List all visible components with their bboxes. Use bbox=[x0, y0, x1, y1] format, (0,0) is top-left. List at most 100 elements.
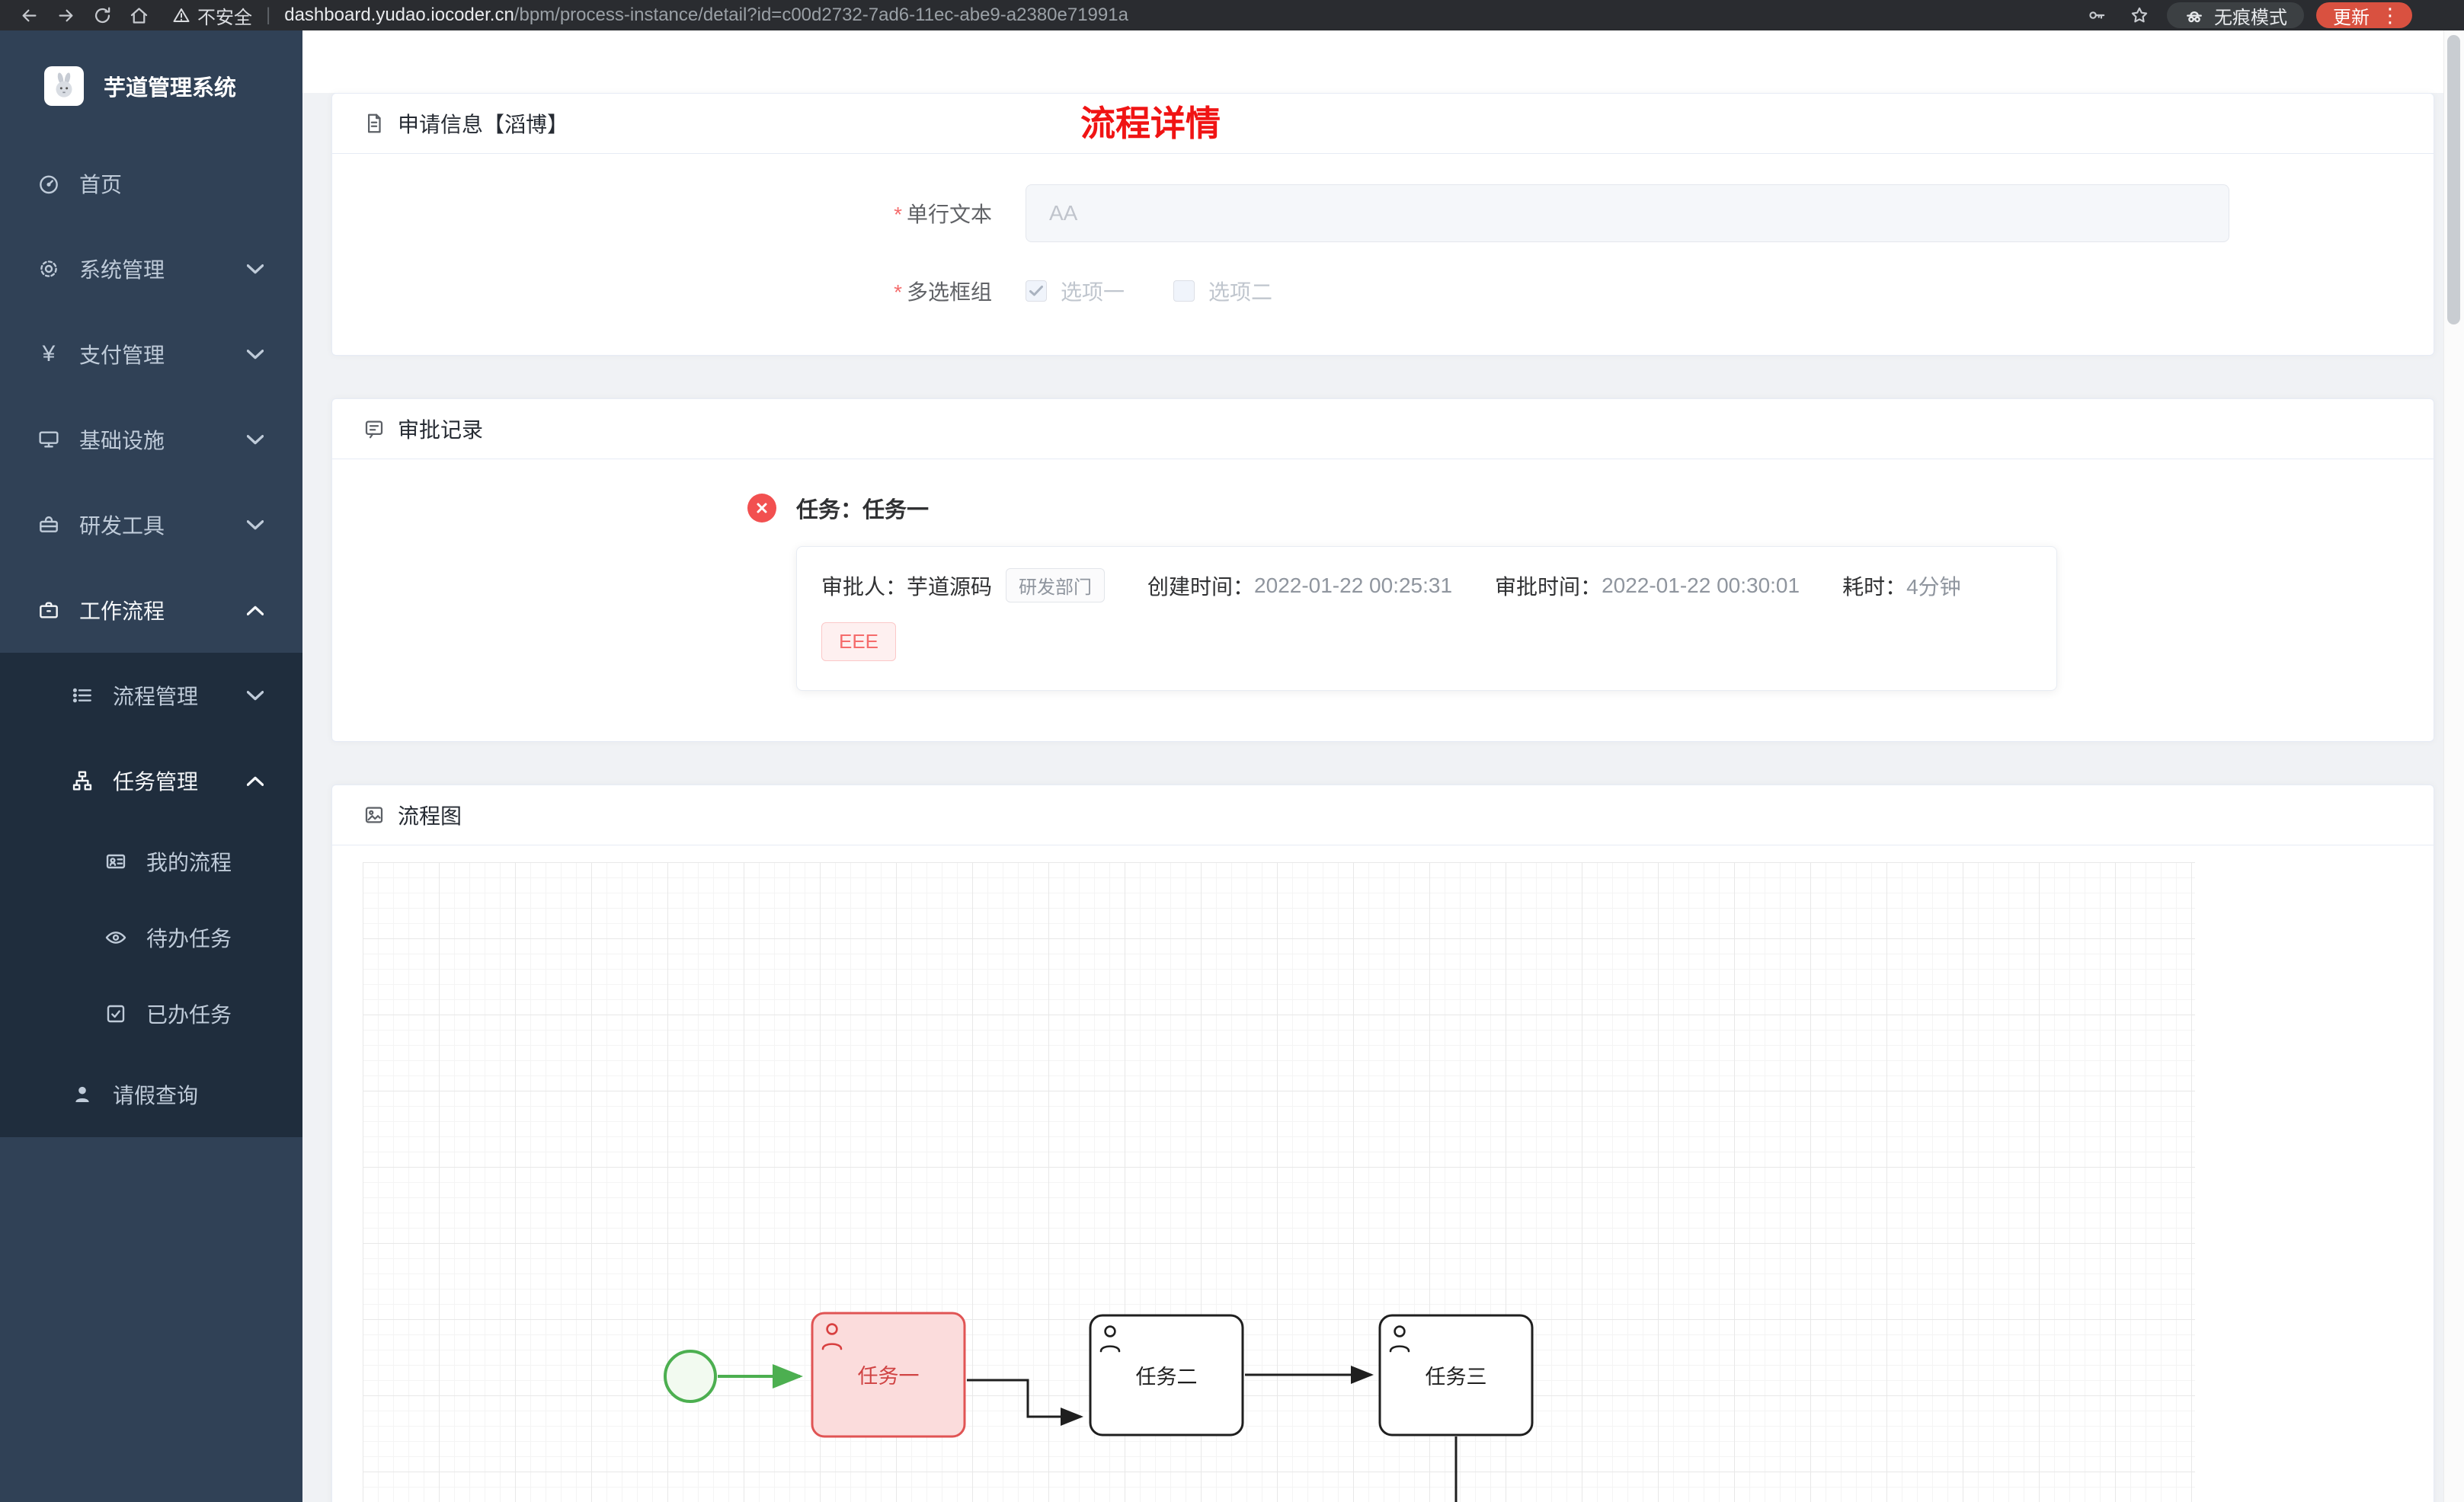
scrollbar-thumb[interactable] bbox=[2447, 35, 2460, 324]
card-header-label: 流程图 bbox=[398, 804, 462, 828]
card-header-label: 申请信息【滔博】 bbox=[398, 113, 569, 136]
workflow-submenu: 流程管理 任务管理 我的流程 bbox=[0, 653, 302, 1137]
task-label: 任务一 bbox=[858, 1365, 920, 1388]
app-logo[interactable]: 芋道管理系统 bbox=[0, 30, 302, 141]
sidebar-item-task-management[interactable]: 任务管理 bbox=[0, 738, 302, 823]
approval-records-header: 审批记录 bbox=[332, 399, 2434, 459]
sidebar-item-done-tasks[interactable]: 已办任务 bbox=[0, 976, 302, 1052]
url-path: /bpm/process-instance/detail?id=c00d2732… bbox=[514, 5, 1128, 25]
toolbar-right: 无痕模式 更新 ⋮ bbox=[2082, 2, 2450, 29]
department-tag: 研发部门 bbox=[1006, 568, 1106, 602]
chevron-down-icon bbox=[246, 264, 264, 274]
field-label: *多选框组 bbox=[894, 280, 992, 304]
sidebar-item-label: 已办任务 bbox=[146, 1003, 232, 1027]
sidebar-item-home[interactable]: 首页 bbox=[0, 141, 302, 226]
back-icon[interactable] bbox=[14, 2, 44, 29]
url-domain: dashboard.yudao.iocoder.cn bbox=[284, 5, 514, 25]
approval-records-card: 审批记录 任务：任务一 审批人： bbox=[331, 398, 2434, 742]
check-square-icon bbox=[102, 1000, 130, 1027]
home-icon[interactable] bbox=[123, 2, 154, 29]
sidebar-item-my-processes[interactable]: 我的流程 bbox=[0, 823, 302, 900]
task-node-1[interactable] bbox=[811, 1312, 966, 1438]
create-time-label: 创建时间： bbox=[1147, 574, 1255, 599]
task-node-3[interactable] bbox=[1378, 1314, 1534, 1436]
duration-value: 4分钟 bbox=[1906, 574, 1961, 599]
timeline-task: 任务：任务一 bbox=[747, 493, 2434, 523]
gear-icon bbox=[35, 255, 62, 283]
dashboard-icon bbox=[35, 170, 62, 197]
address-bar[interactable]: 不安全 | dashboard.yudao.iocoder.cn/bpm/pro… bbox=[172, 2, 1128, 29]
incognito-badge[interactable]: 无痕模式 bbox=[2167, 2, 2304, 28]
checkbox-group: 选项一 选项二 bbox=[1026, 276, 1272, 306]
duration-label: 耗时： bbox=[1842, 574, 1907, 599]
application-info-card: 申请信息【滔博】 *单行文本 *多选框组 bbox=[331, 93, 2434, 356]
bookmark-star-icon[interactable] bbox=[2124, 2, 2155, 29]
chevron-up-icon bbox=[246, 775, 264, 786]
forward-icon[interactable] bbox=[50, 2, 81, 29]
single-line-text-input[interactable] bbox=[1026, 184, 2229, 242]
incognito-icon bbox=[2187, 11, 2202, 23]
sidebar-item-payment[interactable]: ¥ 支付管理 bbox=[0, 312, 302, 397]
sidebar-item-workflow[interactable]: 工作流程 bbox=[0, 567, 302, 653]
task-label: 任务三 bbox=[1426, 1366, 1487, 1389]
checkbox-option-2[interactable]: 选项二 bbox=[1173, 276, 1272, 306]
application-info-header: 申请信息【滔博】 bbox=[332, 94, 2434, 154]
warning-icon bbox=[173, 8, 190, 22]
sidebar-item-todo-tasks[interactable]: 待办任务 bbox=[0, 900, 302, 976]
approval-detail-card: 审批人： 芋道源码 研发部门 创建时间： 2022-01-22 00:25:31… bbox=[796, 546, 2057, 691]
toolbox-icon bbox=[35, 511, 62, 538]
process-diagram-card: 流程图 bbox=[331, 785, 2434, 1502]
browser-toolbar: 不安全 | dashboard.yudao.iocoder.cn/bpm/pro… bbox=[0, 0, 2464, 30]
checkbox-option-1[interactable]: 选项一 bbox=[1026, 276, 1125, 306]
security-indicator[interactable]: 不安全 bbox=[172, 2, 252, 29]
task-title: 任务：任务一 bbox=[796, 498, 930, 523]
approve-time-value: 2022-01-22 00:30:01 bbox=[1602, 573, 1800, 597]
user-task-icon bbox=[821, 1323, 843, 1350]
sidebar-item-label: 我的流程 bbox=[146, 851, 232, 874]
chevron-down-icon bbox=[246, 349, 264, 360]
checkbox-label: 选项二 bbox=[1208, 280, 1273, 304]
bpmn-canvas[interactable]: 任务一 任务二 bbox=[363, 862, 2195, 1502]
sidebar-item-leave-query[interactable]: 请假查询 bbox=[0, 1052, 302, 1137]
page-scrollbar[interactable] bbox=[2443, 30, 2464, 1502]
start-event-node[interactable] bbox=[664, 1350, 717, 1403]
sidebar-item-system[interactable]: 系统管理 bbox=[0, 226, 302, 312]
cards-container: 申请信息【滔博】 *单行文本 *多选框组 bbox=[331, 93, 2434, 1502]
sidebar-item-label: 研发工具 bbox=[79, 514, 165, 538]
yen-icon: ¥ bbox=[42, 341, 56, 366]
record-icon bbox=[365, 420, 383, 439]
process-diagram-header: 流程图 bbox=[332, 785, 2434, 845]
sidebar-item-process-management[interactable]: 流程管理 bbox=[0, 653, 302, 738]
approve-time-label: 审批时间： bbox=[1495, 574, 1602, 599]
main-content: 流程详情 申请信息【滔博】 *单行文本 *多选框组 bbox=[302, 30, 2464, 1502]
approval-reason-tag: EEE bbox=[821, 622, 897, 661]
approval-timeline: 任务：任务一 审批人： 芋道源码 研发部门 创建时间： 2022-01-22 0… bbox=[332, 459, 2434, 741]
sidebar-item-devtools[interactable]: 研发工具 bbox=[0, 482, 302, 567]
approver-label: 审批人： bbox=[821, 574, 907, 599]
chevron-down-icon bbox=[246, 519, 264, 530]
sidebar-item-infrastructure[interactable]: 基础设施 bbox=[0, 397, 302, 482]
task-node-2[interactable] bbox=[1089, 1314, 1244, 1436]
app-title: 芋道管理系统 bbox=[104, 75, 237, 101]
required-asterisk: * bbox=[894, 280, 902, 304]
sidebar-item-label: 任务管理 bbox=[113, 770, 199, 794]
password-key-icon[interactable] bbox=[2082, 2, 2112, 29]
logo-avatar bbox=[44, 66, 84, 106]
list-icon bbox=[69, 682, 96, 709]
create-time-value: 2022-01-22 00:25:31 bbox=[1254, 573, 1453, 597]
eye-icon bbox=[102, 924, 130, 951]
chevron-down-icon bbox=[246, 690, 264, 701]
briefcase-icon bbox=[35, 596, 62, 624]
reload-icon[interactable] bbox=[87, 2, 117, 29]
kebab-menu-icon[interactable]: ⋮ bbox=[2380, 4, 2400, 27]
user-task-icon bbox=[1099, 1325, 1121, 1353]
org-tree-icon bbox=[69, 767, 96, 794]
approver-name: 芋道源码 bbox=[907, 574, 993, 599]
chrome-update-button[interactable]: 更新 ⋮ bbox=[2316, 2, 2412, 28]
app-frame: 芋道管理系统 首页 系统管理 ¥ bbox=[0, 30, 2464, 1502]
bpmn-diagram: 任务一 任务二 bbox=[664, 1312, 1534, 1502]
sidebar: 芋道管理系统 首页 系统管理 ¥ bbox=[0, 30, 302, 1502]
rejected-icon bbox=[747, 494, 776, 523]
id-card-icon bbox=[102, 848, 130, 875]
